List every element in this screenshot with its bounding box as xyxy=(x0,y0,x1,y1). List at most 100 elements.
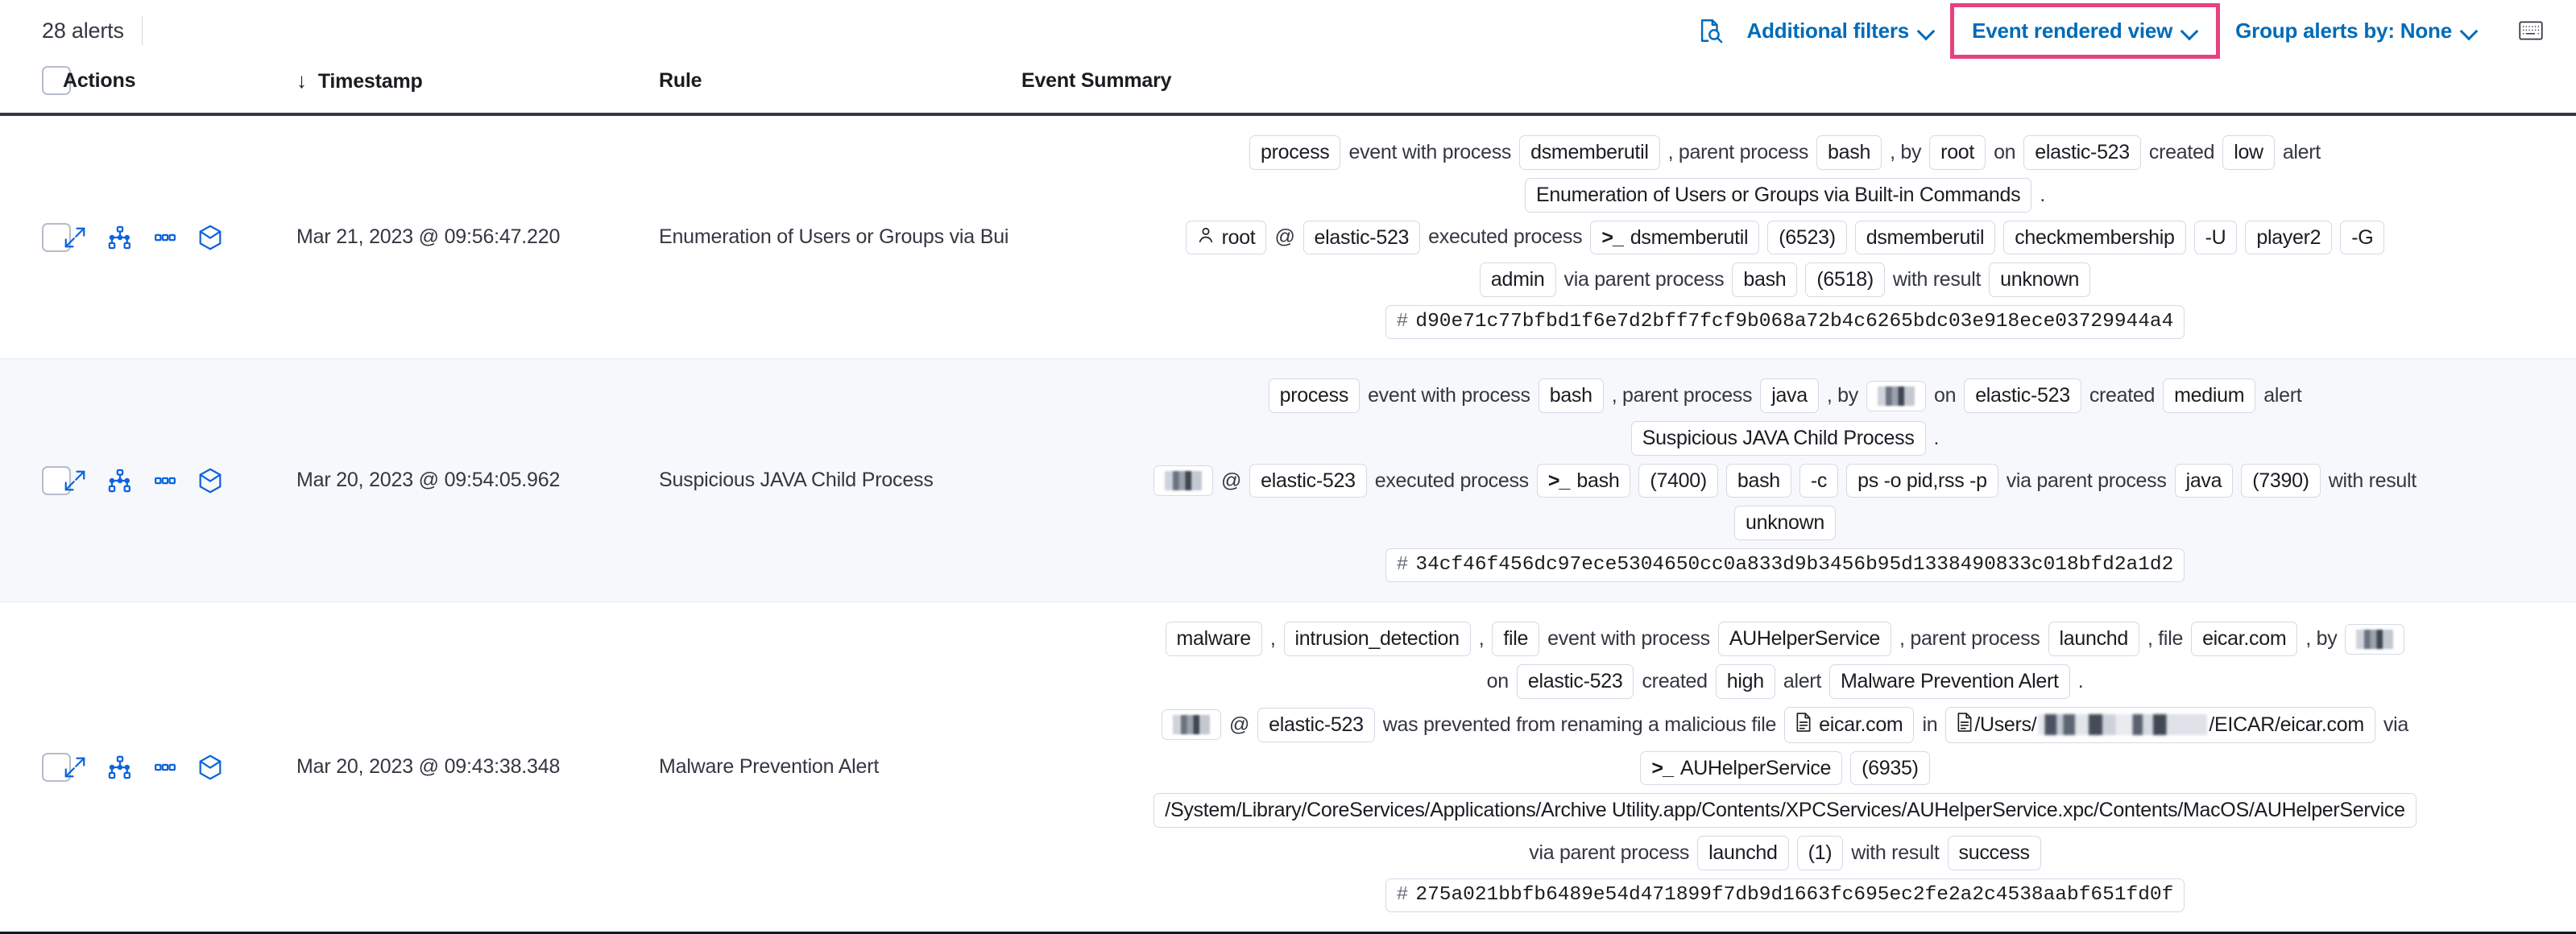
summary-field-badge[interactable]: -G xyxy=(2340,220,2385,255)
summary-field-badge[interactable]: unknown xyxy=(1734,506,1836,541)
summary-field-badge[interactable]: file xyxy=(1492,622,1540,657)
summary-text: , parent process xyxy=(1667,140,1809,163)
row-rule-name[interactable]: Malware Prevention Alert xyxy=(659,755,880,779)
session-view-icon[interactable] xyxy=(198,754,222,780)
summary-field-badge[interactable]: bash xyxy=(1816,135,1882,170)
summary-field-badge[interactable]: bash xyxy=(1538,378,1604,413)
redacted-text xyxy=(2038,714,2208,736)
summary-process-badge[interactable]: >_dsmemberutil xyxy=(1590,220,1760,255)
summary-text: , by xyxy=(1826,384,1858,407)
summary-field-badge[interactable]: process xyxy=(1249,135,1341,170)
summary-field-badge[interactable]: (7390) xyxy=(2241,463,2321,498)
summary-field-badge[interactable]: elastic-523 xyxy=(1302,220,1421,255)
header-timestamp[interactable]: ↓Timestamp xyxy=(296,61,659,114)
summary-field-badge[interactable]: bash xyxy=(1725,463,1791,498)
summary-text: with result xyxy=(2328,469,2417,492)
summary-field-badge[interactable]: intrusion_detection xyxy=(1283,622,1471,657)
summary-field-badge[interactable]: /System/Library/CoreServices/Application… xyxy=(1153,793,2417,829)
summary-hash-badge[interactable]: #34cf46f456dc97ece5304650cc0a833d9b3456b… xyxy=(1385,548,2185,583)
expand-icon[interactable] xyxy=(63,755,87,779)
summary-field-badge[interactable]: (6518) xyxy=(1805,262,1885,297)
group-alerts-by-button[interactable]: Group alerts by: None xyxy=(2221,19,2492,43)
summary-field-badge[interactable]: -U xyxy=(2193,220,2238,255)
summary-field-badge[interactable]: Suspicious JAVA Child Process xyxy=(1630,420,1926,456)
summary-field-badge[interactable]: success xyxy=(1947,836,2041,870)
summary-field-badge[interactable]: bash xyxy=(1732,262,1798,297)
session-view-icon[interactable] xyxy=(198,468,222,494)
event-rendered-view-button[interactable]: Event rendered view xyxy=(1967,19,2203,43)
header-actions[interactable]: Actions xyxy=(63,68,136,92)
summary-field-badge[interactable]: checkmembership xyxy=(2003,220,2186,255)
summary-redacted-badge[interactable] xyxy=(2345,623,2405,655)
expand-icon[interactable] xyxy=(63,225,87,250)
more-actions-icon[interactable] xyxy=(153,469,177,493)
summary-field-badge[interactable]: player2 xyxy=(2245,220,2333,255)
summary-field-badge[interactable]: eicar.com xyxy=(2191,622,2298,657)
summary-field-badge[interactable]: Malware Prevention Alert xyxy=(1828,664,2070,699)
row-rule-name[interactable]: Suspicious JAVA Child Process xyxy=(659,469,934,492)
summary-redacted-badge[interactable] xyxy=(1153,465,1214,497)
summary-field-badge[interactable]: unknown xyxy=(1989,262,2091,297)
summary-field-badge[interactable]: (6935) xyxy=(1850,750,1930,786)
summary-file-path-badge[interactable]: /Users//EICAR/eicar.com xyxy=(1945,706,2375,743)
summary-field-badge[interactable]: elastic-523 xyxy=(1964,378,2081,413)
summary-field-badge[interactable]: Enumeration of Users or Groups via Built… xyxy=(1525,177,2032,213)
summary-field-badge[interactable]: low xyxy=(2222,135,2275,170)
summary-process-name: bash xyxy=(1576,469,1620,492)
row-rule-cell: Malware Prevention Alert xyxy=(659,602,1021,932)
summary-field-badge[interactable]: admin xyxy=(1479,262,1556,297)
analyzer-icon[interactable] xyxy=(108,755,132,779)
redacted-text xyxy=(1165,471,1203,491)
summary-file-badge[interactable]: eicar.com xyxy=(1784,706,1915,743)
summary-field-badge[interactable]: elastic-523 xyxy=(1249,463,1367,498)
row-select-cell xyxy=(0,359,71,602)
summary-redacted-badge[interactable] xyxy=(1866,380,1926,411)
summary-field-badge[interactable]: java xyxy=(2174,463,2234,498)
summary-field-badge[interactable]: (1) xyxy=(1796,836,1844,870)
expand-icon[interactable] xyxy=(63,469,87,493)
additional-filters-button[interactable]: Additional filters xyxy=(1733,19,1950,43)
row-rule-name[interactable]: Enumeration of Users or Groups via Bui xyxy=(659,225,1009,249)
summary-field-badge[interactable]: dsmemberutil xyxy=(1854,220,1996,255)
summary-field-badge[interactable]: -c xyxy=(1799,463,1839,498)
summary-process-badge[interactable]: >_bash xyxy=(1536,463,1631,498)
summary-field-badge[interactable]: process xyxy=(1268,378,1360,413)
summary-field-badge[interactable]: launchd xyxy=(2048,622,2139,657)
summary-field-badge[interactable]: (6523) xyxy=(1767,220,1847,255)
header-event-summary[interactable]: Event Summary xyxy=(1021,68,1172,92)
analyzer-icon[interactable] xyxy=(108,469,132,493)
more-actions-icon[interactable] xyxy=(153,755,177,779)
header-rule[interactable]: Rule xyxy=(659,68,702,92)
summary-redacted-badge[interactable] xyxy=(1162,709,1222,741)
summary-field-badge[interactable]: elastic-523 xyxy=(1516,664,1634,699)
summary-user-badge[interactable]: root xyxy=(1185,220,1267,255)
session-view-icon[interactable] xyxy=(198,225,222,250)
summary-field-badge[interactable]: dsmemberutil xyxy=(1519,135,1660,170)
summary-field-badge[interactable]: ps -o pid,rss -p xyxy=(1846,463,1998,498)
analyzer-icon[interactable] xyxy=(108,225,132,250)
summary-field-badge[interactable]: root xyxy=(1929,135,1986,170)
summary-field-badge[interactable]: AUHelperService xyxy=(1717,622,1892,657)
summary-field-badge[interactable]: high xyxy=(1715,664,1775,699)
inspect-query-icon[interactable] xyxy=(1688,8,1733,53)
summary-text: via xyxy=(2383,713,2408,736)
summary-field-badge[interactable]: malware xyxy=(1165,622,1262,657)
summary-field-badge[interactable]: java xyxy=(1760,378,1819,413)
summary-field-badge[interactable]: launchd xyxy=(1697,836,1789,870)
summary-hash-badge[interactable]: #275a021bbfb6489e54d471899f7db9d1663fc69… xyxy=(1385,878,2185,913)
select-all-checkbox[interactable] xyxy=(42,66,71,95)
summary-field-badge[interactable]: elastic-523 xyxy=(2023,135,2141,170)
summary-process-badge[interactable]: >_AUHelperService xyxy=(1640,750,1843,786)
more-actions-icon[interactable] xyxy=(153,225,177,250)
summary-text: , xyxy=(1269,627,1276,651)
summary-field-badge[interactable]: (7400) xyxy=(1638,463,1718,498)
summary-hash-badge[interactable]: #d90e71c77bfbd1f6e7d2bff7fcf9b068a72b4c6… xyxy=(1385,305,2185,340)
summary-field-badge[interactable]: elastic-523 xyxy=(1257,707,1375,742)
row-timestamp-cell: Mar 20, 2023 @ 09:54:05.962 xyxy=(296,359,659,602)
keyboard-shortcuts-icon[interactable] xyxy=(2513,14,2549,47)
summary-field-badge[interactable]: medium xyxy=(2163,378,2256,413)
